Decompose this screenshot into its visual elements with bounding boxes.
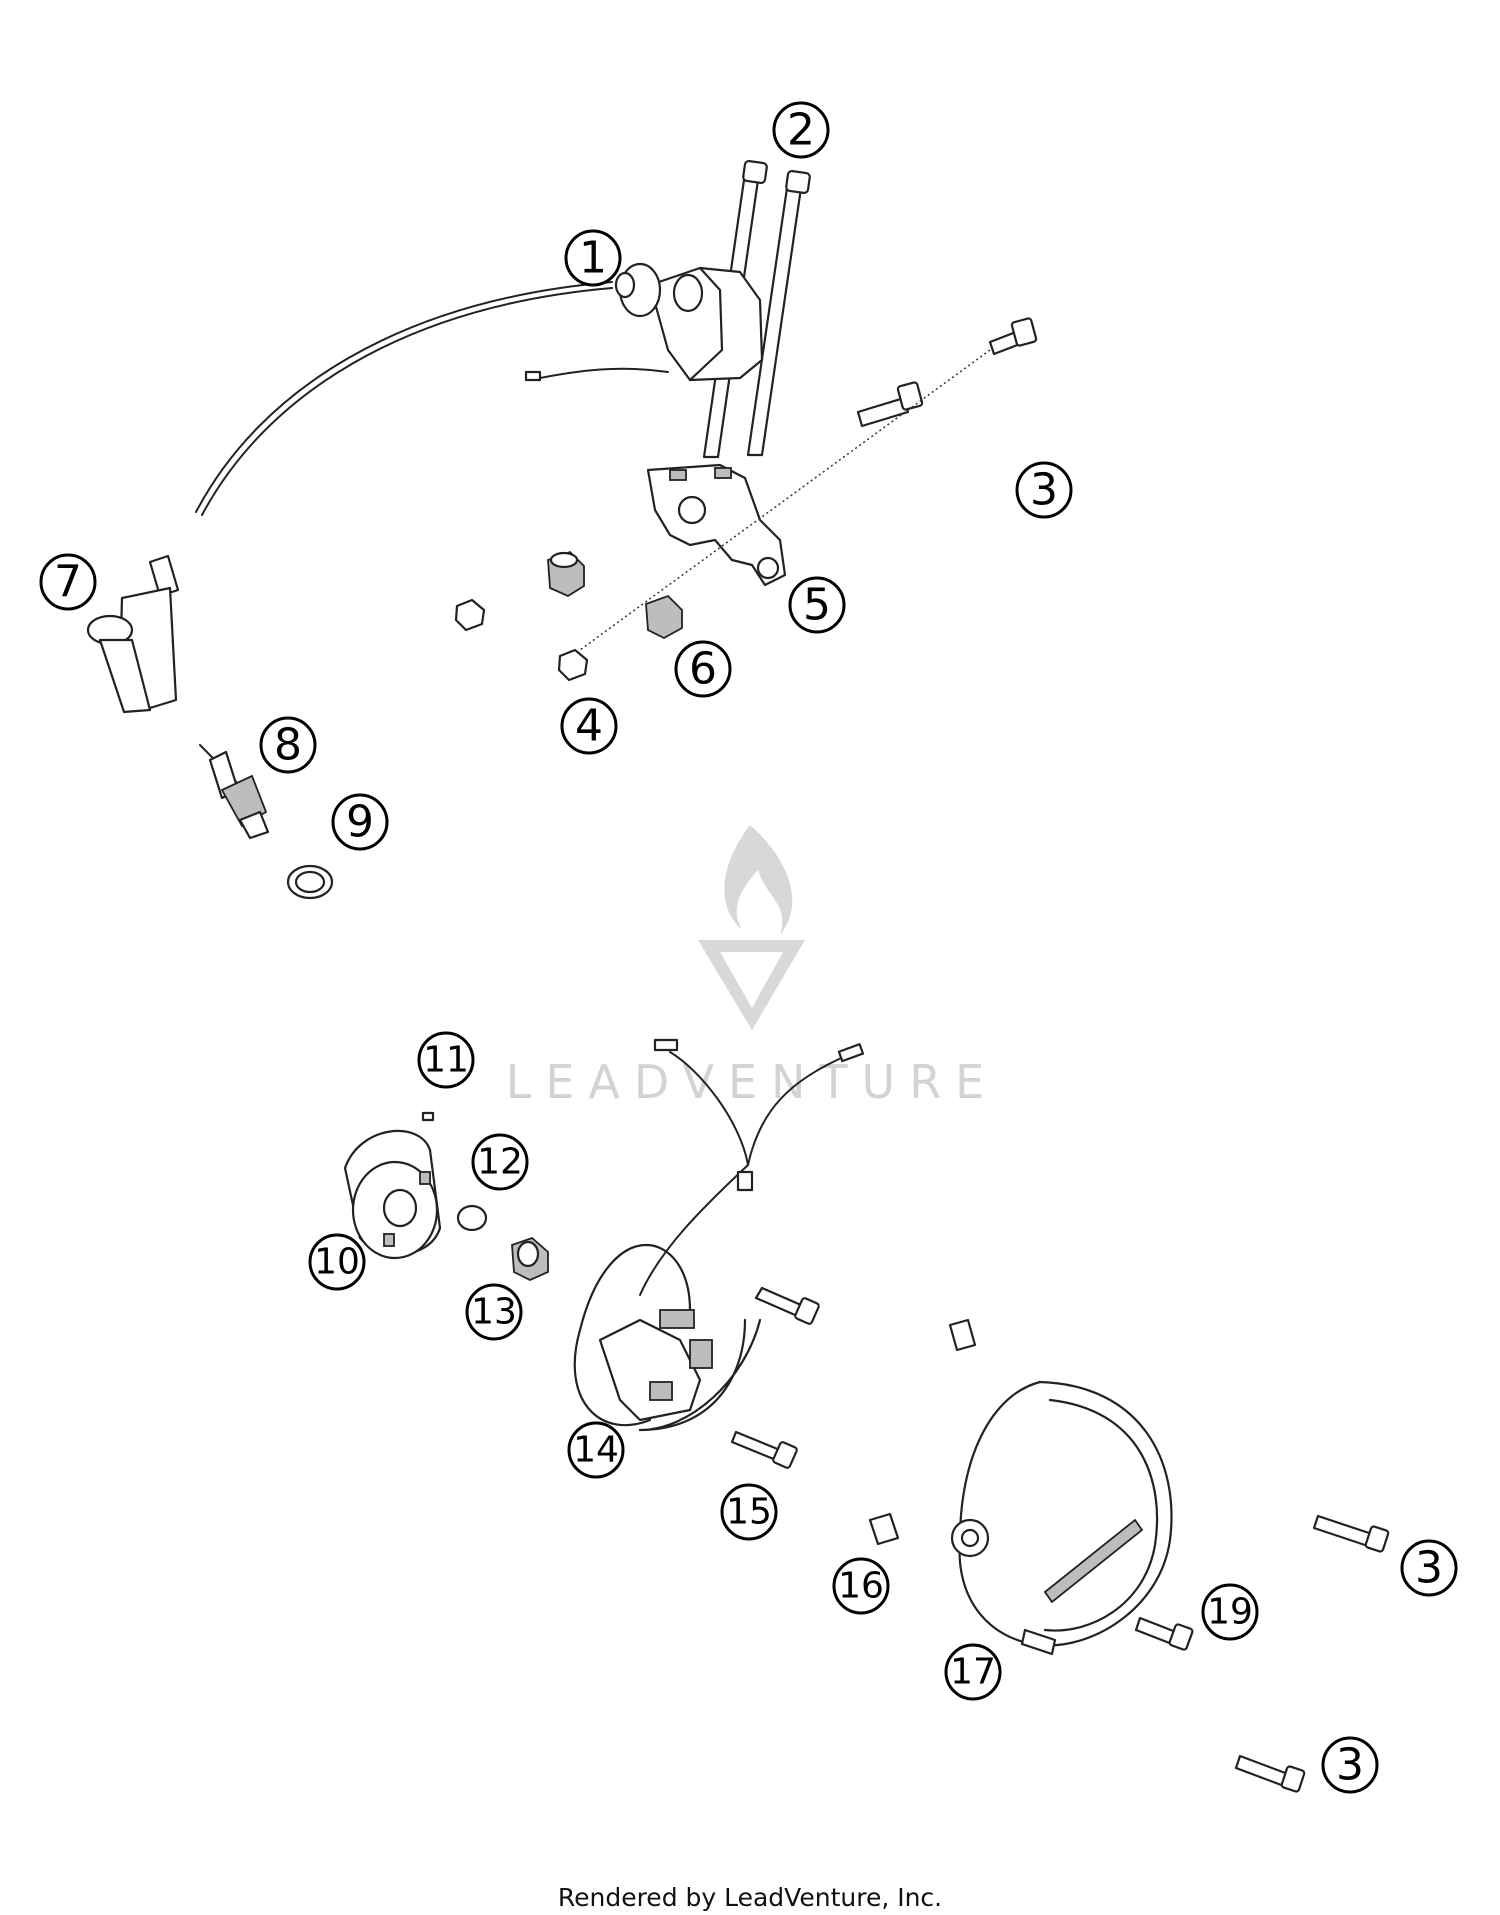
rotor: [343, 1129, 442, 1260]
svg-text:9: 9: [346, 797, 374, 848]
stator-screw-lower: [730, 1430, 798, 1469]
woodruff-key: [421, 1111, 435, 1122]
cable-connector-2: [837, 1043, 865, 1063]
callout-3-right-upper: 3: [1400, 1539, 1458, 1597]
cover-screw-upper: [1312, 1514, 1390, 1553]
callout-3: 3: [1015, 461, 1073, 519]
watermark-text: LEADVENTURE: [506, 1055, 999, 1109]
sealing-ring-hole: [294, 870, 326, 894]
coil-bracket: [646, 463, 787, 587]
cover-screw-lower: [1234, 1754, 1306, 1793]
callout-7: 7: [39, 553, 97, 611]
rotor-washer: [456, 1204, 488, 1232]
callout-9: 9: [331, 793, 389, 851]
spark-plug-connector: [86, 554, 180, 714]
callout-13: 13: [465, 1283, 523, 1341]
callout-6: 6: [674, 640, 732, 698]
svg-text:19: 19: [1207, 1592, 1253, 1633]
callout-2: 2: [772, 101, 830, 159]
rubber-bushing-upper: [547, 550, 585, 598]
watermark-logo: LEADVENTURE: [506, 825, 999, 1109]
svg-text:17: 17: [950, 1652, 996, 1693]
svg-text:10: 10: [314, 1242, 360, 1283]
svg-text:13: 13: [471, 1292, 517, 1333]
callout-4: 4: [560, 697, 618, 755]
callout-1: 1: [564, 229, 622, 287]
dowel-sleeve-lower: [868, 1512, 900, 1546]
stator-cable-branch: [669, 1051, 749, 1166]
svg-text:12: 12: [477, 1142, 523, 1183]
callout-8: 8: [259, 716, 317, 774]
callout-19: 19: [1201, 1583, 1259, 1641]
callout-16: 16: [832, 1557, 890, 1615]
rubber-bushing-lower: [645, 594, 683, 640]
spark-plug: [199, 744, 270, 840]
callout-17: 17: [944, 1643, 1002, 1701]
stator: [573, 1244, 762, 1432]
svg-text:4: 4: [575, 701, 603, 752]
callout-14: 14: [567, 1421, 625, 1479]
svg-text:8: 8: [274, 720, 302, 771]
nut-upper: [454, 598, 486, 632]
svg-text:3: 3: [1415, 1543, 1443, 1594]
wire-terminal: [524, 370, 542, 382]
svg-text:15: 15: [726, 1492, 772, 1533]
svg-text:16: 16: [838, 1566, 884, 1607]
footer-credit: Rendered by LeadVenture, Inc.: [557, 1883, 943, 1912]
coil-wire: [534, 367, 669, 380]
svg-text:7: 7: [54, 557, 82, 608]
svg-text:2: 2: [787, 105, 815, 156]
callout-3-right-lower: 3: [1321, 1736, 1379, 1794]
ht-cable-inner: [201, 287, 613, 516]
cable-grommet: [736, 1170, 754, 1192]
svg-text:1: 1: [579, 233, 607, 284]
svg-text:5: 5: [803, 580, 831, 631]
callout-5: 5: [788, 576, 846, 634]
bracket-bolt-lower: [579, 317, 1038, 651]
svg-text:3: 3: [1336, 1740, 1364, 1791]
cover-screw-19: [1134, 1616, 1194, 1651]
callout-10: 10: [308, 1233, 366, 1291]
callout-12: 12: [471, 1133, 529, 1191]
bracket-bolt-upper: [856, 381, 924, 428]
svg-text:3: 3: [1030, 465, 1058, 516]
callout-11: 11: [417, 1031, 475, 1089]
stator-screw-upper: [754, 1286, 820, 1325]
callout-15: 15: [720, 1483, 778, 1541]
dowel-sleeve-upper: [948, 1318, 977, 1352]
svg-text:11: 11: [423, 1040, 469, 1081]
ignition-cover: [950, 1380, 1173, 1656]
ignition-coil: [614, 262, 764, 382]
rotor-nut: [511, 1236, 549, 1281]
cable-connector-1: [653, 1038, 679, 1052]
nut-lower: [557, 648, 589, 682]
svg-text:14: 14: [573, 1430, 619, 1471]
svg-text:6: 6: [689, 644, 717, 695]
ht-cable: [195, 281, 613, 513]
